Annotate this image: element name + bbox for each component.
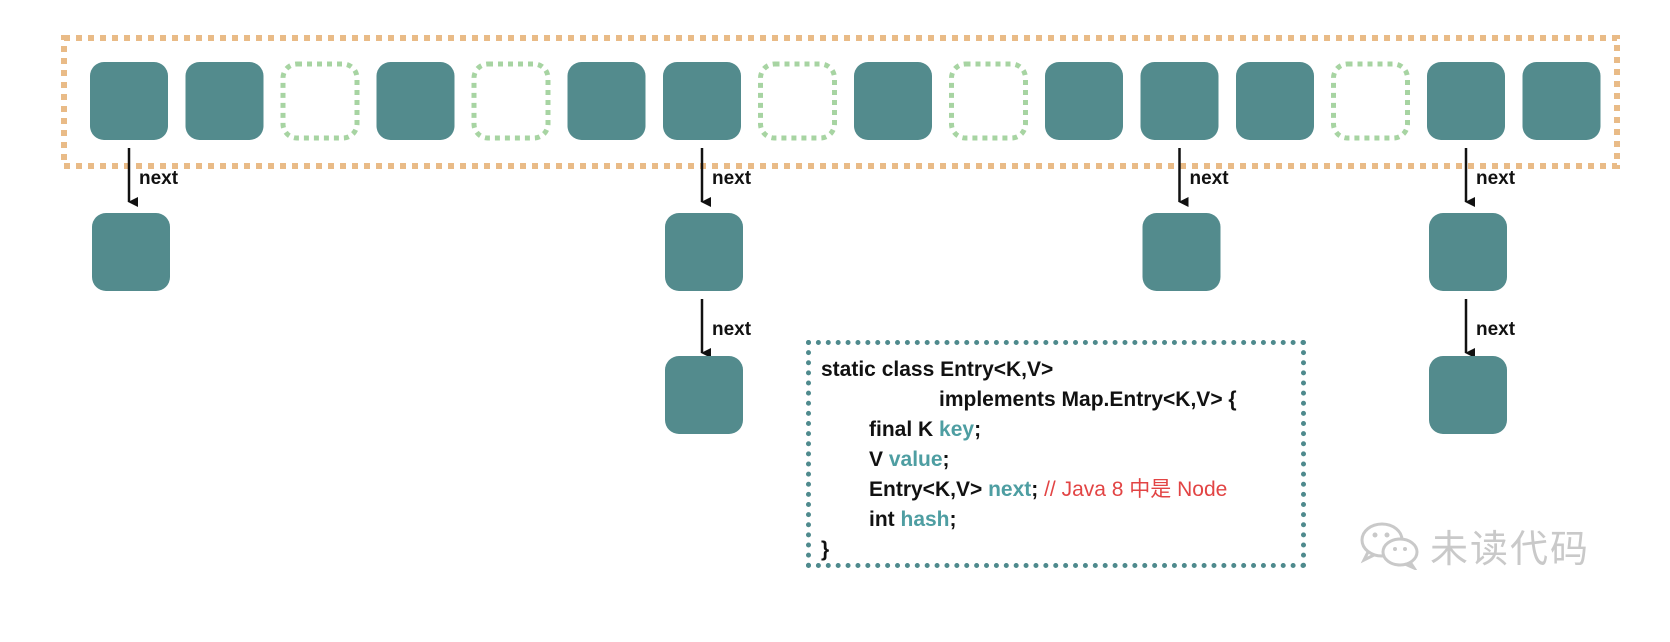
- bucket-node-8: [854, 62, 932, 140]
- bucket-array: [90, 61, 1601, 141]
- code-field-value: value: [888, 448, 943, 471]
- code-line-value-field: V value;: [821, 445, 1301, 475]
- code-type: int: [869, 508, 901, 531]
- chain-node: [1142, 213, 1221, 291]
- next-label: next: [139, 168, 179, 189]
- wechat-icon: [1360, 522, 1419, 570]
- empty-bucket-13: [1331, 61, 1410, 141]
- code-semicolon: ;: [942, 448, 950, 471]
- linked-chains: next next next next next next: [92, 148, 1516, 434]
- chain-node: [92, 213, 170, 291]
- code-semicolon: ;: [949, 508, 957, 531]
- bucket-node-3: [376, 62, 455, 140]
- bucket-node-5: [567, 62, 646, 140]
- code-line-class-declaration: static class Entry<K,V>: [821, 358, 1054, 381]
- chain-node: [1429, 213, 1507, 291]
- empty-bucket-2: [280, 61, 360, 141]
- entry-class-code-box: static class Entry<K,V> implements Map.E…: [806, 340, 1306, 568]
- next-label: next: [1190, 168, 1230, 189]
- next-label: next: [1476, 319, 1516, 340]
- code-field-hash: hash: [900, 508, 950, 531]
- code-line-closing-brace: }: [821, 538, 830, 561]
- bucket-node-11: [1140, 62, 1219, 140]
- bucket-array-outline: [61, 35, 1620, 169]
- chain-node: [1429, 356, 1507, 434]
- code-semicolon: ;: [1031, 478, 1045, 501]
- empty-bucket-7: [758, 61, 837, 141]
- next-label: next: [1476, 168, 1516, 189]
- code-type: V: [869, 448, 889, 471]
- code-semicolon: ;: [974, 418, 982, 441]
- code-field-next: next: [988, 478, 1032, 501]
- code-line-hash-field: int hash;: [821, 505, 1301, 535]
- bucket-node-6: [663, 62, 741, 140]
- bucket-node-14: [1427, 62, 1505, 140]
- bucket-node-12: [1236, 62, 1314, 140]
- empty-bucket-4: [471, 61, 551, 141]
- code-line-next-field: Entry<K,V> next; // Java 8 中是 Node: [821, 475, 1301, 505]
- bucket-node-10: [1045, 62, 1123, 140]
- next-label: next: [712, 319, 752, 340]
- code-comment: // Java 8 中是 Node: [1044, 478, 1228, 501]
- bucket-node-15: [1522, 62, 1601, 140]
- code-type: final K: [869, 418, 940, 441]
- watermark-text: 未读代码: [1430, 526, 1591, 571]
- watermark: 未读代码: [1358, 520, 1591, 571]
- code-field-key: key: [939, 418, 975, 441]
- code-type: Entry<K,V>: [869, 478, 989, 501]
- chain-node: [665, 213, 743, 291]
- bucket-node-1: [185, 62, 264, 140]
- empty-bucket-9: [949, 61, 1028, 141]
- bucket-node-0: [90, 62, 168, 140]
- code-line-key-field: final K key;: [821, 415, 1301, 445]
- code-line-implements: implements Map.Entry<K,V> {: [939, 388, 1237, 411]
- chain-node: [665, 356, 743, 434]
- next-label: next: [712, 168, 752, 189]
